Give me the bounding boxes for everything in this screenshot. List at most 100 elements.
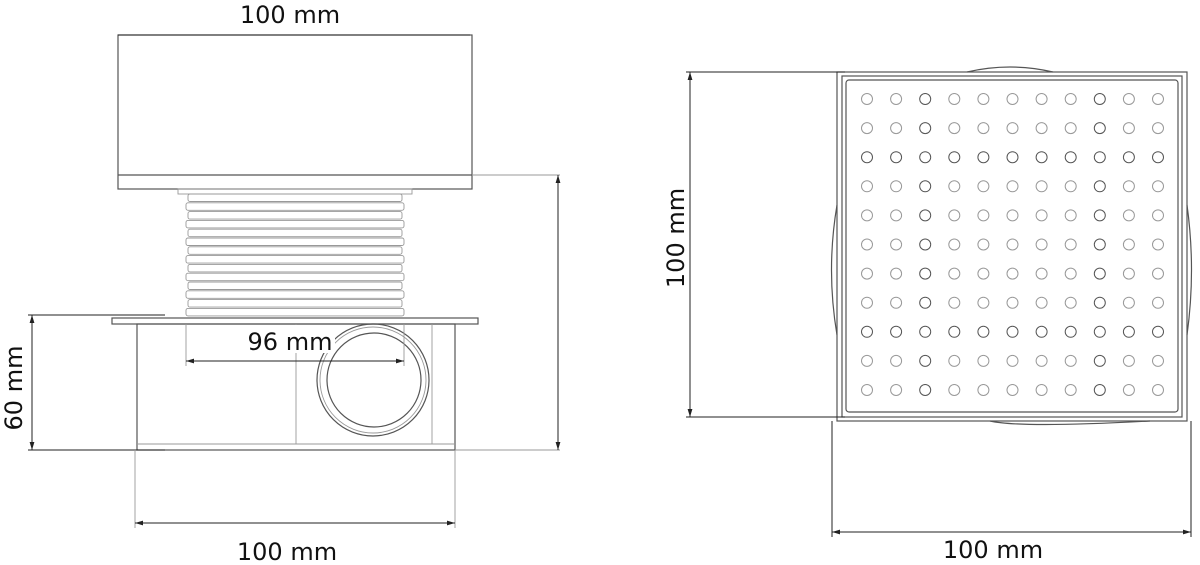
grate-hole <box>948 384 961 396</box>
base-width-label: 100 mm <box>237 538 337 565</box>
grate-hole <box>1035 209 1048 222</box>
grate-hole <box>861 384 873 396</box>
grate-hole <box>1064 267 1077 280</box>
grate-hole <box>1006 267 1019 280</box>
grate-hole <box>919 296 932 309</box>
grate-hole <box>977 122 990 135</box>
bellows-rib <box>187 246 403 255</box>
grate-hole <box>919 267 932 280</box>
grate-hole <box>890 122 903 135</box>
grate-hole <box>1093 180 1106 193</box>
grate-hole <box>1064 354 1077 367</box>
grate-hole <box>1006 296 1019 309</box>
grate-hole <box>1035 354 1048 367</box>
grate-hole <box>977 296 990 309</box>
bellows-rib <box>185 202 405 211</box>
grate-hole <box>919 180 932 193</box>
grate-hole <box>948 238 961 251</box>
grate-hole <box>1035 325 1048 338</box>
grate-hole <box>1064 93 1077 105</box>
grate-hole <box>919 151 932 164</box>
grate-hole <box>1006 180 1019 193</box>
grate-hole <box>919 238 932 251</box>
bellows-rib <box>185 255 405 264</box>
grate-hole <box>1035 122 1048 135</box>
grate-hole <box>948 122 961 135</box>
grate-hole <box>1093 93 1106 105</box>
bellows-rib <box>185 290 405 299</box>
grate-hole <box>1152 238 1164 251</box>
grate-frame-inner <box>841 75 1183 418</box>
grate-hole <box>919 122 932 135</box>
grate-hole <box>948 180 961 193</box>
outlet-pipe-outer <box>316 323 430 437</box>
grate-hole <box>861 209 873 222</box>
grate-hole <box>1122 267 1135 280</box>
top-view-width-label: 100 mm <box>943 536 1043 564</box>
grate-hole <box>919 325 932 338</box>
grate-hole <box>1122 151 1135 164</box>
grate-hole <box>1093 209 1106 222</box>
grate-hole <box>948 325 961 338</box>
body-outline-top <box>966 66 1054 73</box>
grate-hole <box>1064 122 1077 135</box>
grate-plate <box>845 79 1179 413</box>
inner-width-label: 96 mm <box>248 328 333 356</box>
grate-frame-outer <box>836 71 1188 422</box>
grate-hole <box>1093 325 1106 338</box>
grate-hole <box>948 93 961 105</box>
outlet-pipe-inner <box>326 332 422 428</box>
grate-hole <box>1122 209 1135 222</box>
bellows-rib <box>187 263 403 273</box>
grate-hole <box>1006 209 1019 222</box>
body-outline-right <box>1186 204 1193 336</box>
bellows-rib <box>187 281 403 290</box>
grate-hole <box>1122 325 1135 338</box>
grate-hole <box>1035 267 1048 280</box>
base-flange <box>111 317 479 325</box>
bellows-rib <box>185 272 405 282</box>
bellows-rib <box>185 219 405 229</box>
grate-hole <box>1064 180 1077 193</box>
grate-hole <box>1122 238 1135 251</box>
grate-hole <box>977 238 990 251</box>
grate-hole <box>861 93 873 105</box>
grate-hole <box>977 354 990 367</box>
grate-hole <box>1122 384 1135 396</box>
body-outline-bottom <box>989 420 1151 426</box>
grate-hole <box>1064 325 1077 338</box>
top-grate-plate <box>117 34 473 190</box>
bellows-collar <box>177 188 413 195</box>
bellows-rib <box>187 193 403 202</box>
grate-hole <box>1093 238 1106 251</box>
grate-hole <box>919 384 932 396</box>
grate-hole <box>1035 384 1048 396</box>
grate-hole <box>1152 93 1164 105</box>
bellows-rib <box>187 228 403 238</box>
grate-hole <box>1152 296 1164 309</box>
side-view: 100 mm 96 mm 60 mm 100 mm <box>0 1 561 565</box>
grate-hole <box>1035 151 1048 164</box>
grate-hole <box>890 209 903 222</box>
grate-hole <box>1093 354 1106 367</box>
grate-hole <box>919 354 932 367</box>
bellows-rib <box>185 307 405 317</box>
grate-hole <box>1122 93 1135 105</box>
grate-hole <box>861 296 873 309</box>
grate-hole <box>1006 93 1019 105</box>
grate-hole <box>1035 296 1048 309</box>
grate-hole <box>1152 209 1164 222</box>
grate-hole <box>1035 238 1048 251</box>
grate-hole <box>1064 209 1077 222</box>
grate-hole <box>890 296 903 309</box>
grate-hole <box>1122 180 1135 193</box>
bellows-rib <box>187 211 403 220</box>
outlet-pipe-rim <box>319 326 427 434</box>
body-outline-left <box>830 204 838 336</box>
grate-hole <box>1122 296 1135 309</box>
grate-hole <box>1152 122 1164 135</box>
grate-hole <box>890 384 903 396</box>
grate-hole <box>948 267 961 280</box>
grate-hole <box>1093 151 1106 164</box>
grate-hole <box>890 151 903 164</box>
